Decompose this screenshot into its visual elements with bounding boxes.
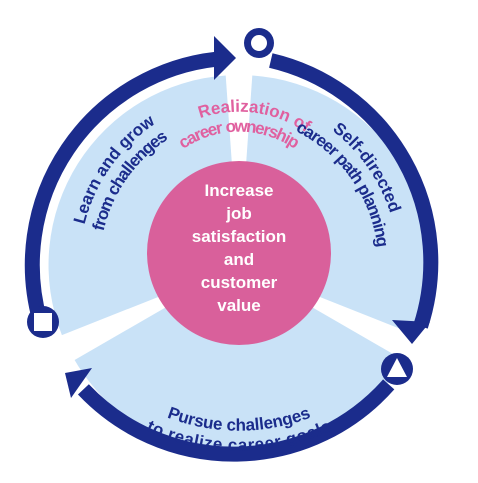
- triangle-marker-icon: [381, 353, 413, 385]
- core-line3: satisfaction: [192, 227, 286, 246]
- ring-arc-bottom: [77, 379, 395, 462]
- circle-marker-icon: [244, 28, 274, 58]
- ring-arc-right: [269, 53, 439, 329]
- core-circle: [147, 161, 331, 345]
- arrowhead-right-icon: [392, 320, 430, 344]
- arrowhead-top-icon: [214, 36, 236, 80]
- core-line1: Increase: [205, 181, 274, 200]
- ring-arc-left: [24, 51, 218, 323]
- square-marker-icon: [27, 306, 59, 338]
- arrowhead-left-icon: [65, 368, 92, 398]
- core-line6: value: [217, 296, 260, 315]
- sector-pursue: [74, 265, 404, 455]
- core-line2: job: [225, 204, 252, 223]
- core-line5: customer: [201, 273, 278, 292]
- core-line4: and: [224, 250, 254, 269]
